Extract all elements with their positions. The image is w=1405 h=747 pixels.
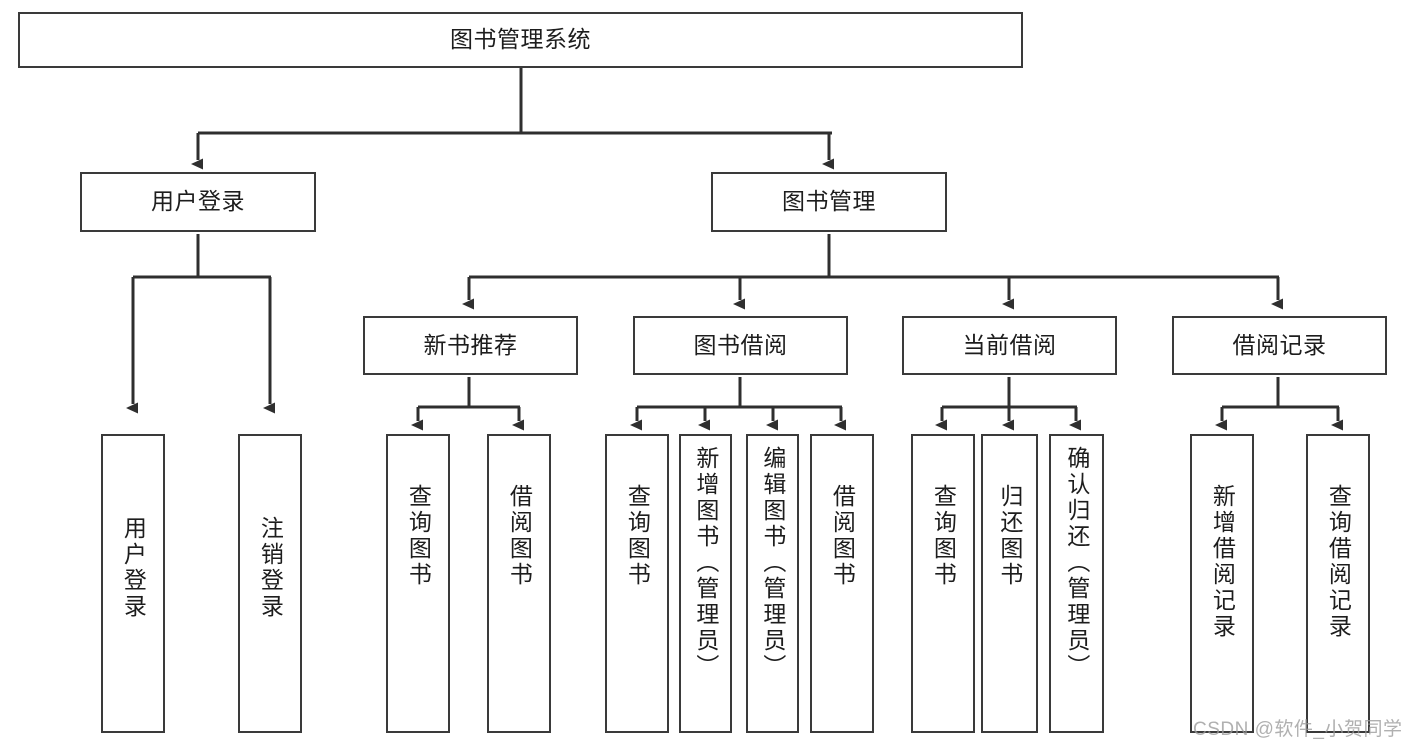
node-leaf-query-borrow-record[interactable]: 查询借阅记录 bbox=[1306, 434, 1370, 733]
node-leaf-return-book[interactable]: 归还图书 bbox=[981, 434, 1038, 733]
node-leaf-add-book-admin[interactable]: 新增图书（管理员） bbox=[679, 434, 732, 733]
node-label: 确认归还（管理员） bbox=[1063, 446, 1090, 680]
node-leaf-logout-login[interactable]: 注销登录 bbox=[238, 434, 302, 733]
node-label: 图书借阅 bbox=[693, 331, 788, 358]
node-leaf-query-book-2[interactable]: 查询图书 bbox=[605, 434, 669, 733]
node-new-book-recommend[interactable]: 新书推荐 bbox=[363, 316, 578, 375]
node-leaf-borrow-book-2[interactable]: 借阅图书 bbox=[810, 434, 874, 733]
node-borrow-record[interactable]: 借阅记录 bbox=[1172, 316, 1387, 375]
node-label: 归还图书 bbox=[996, 484, 1023, 588]
node-label: 新书推荐 bbox=[423, 331, 518, 358]
node-leaf-confirm-return-admin[interactable]: 确认归还（管理员） bbox=[1049, 434, 1104, 733]
node-label: 图书管理系统 bbox=[450, 26, 591, 53]
node-label: 用户登录 bbox=[151, 188, 245, 215]
node-book-manage[interactable]: 图书管理 bbox=[711, 172, 947, 232]
node-label: 当前借阅 bbox=[962, 331, 1057, 358]
csdn-watermark: CSDN @软件_小贺同学 bbox=[1193, 719, 1403, 740]
node-leaf-edit-book-admin[interactable]: 编辑图书（管理员） bbox=[746, 434, 799, 733]
node-label: 查询借阅记录 bbox=[1325, 484, 1352, 640]
node-leaf-query-book-3[interactable]: 查询图书 bbox=[911, 434, 975, 733]
node-label: 借阅图书 bbox=[829, 484, 856, 588]
node-label: 借阅记录 bbox=[1232, 331, 1327, 358]
node-label: 图书管理 bbox=[782, 188, 876, 215]
node-leaf-borrow-book-1[interactable]: 借阅图书 bbox=[487, 434, 551, 733]
node-leaf-query-book-1[interactable]: 查询图书 bbox=[386, 434, 450, 733]
node-leaf-user-login[interactable]: 用户登录 bbox=[101, 434, 165, 733]
node-book-borrow[interactable]: 图书借阅 bbox=[633, 316, 848, 375]
node-user-login[interactable]: 用户登录 bbox=[80, 172, 316, 232]
node-label: 注销登录 bbox=[257, 516, 284, 620]
node-label: 新增借阅记录 bbox=[1209, 484, 1236, 640]
node-label: 借阅图书 bbox=[506, 484, 533, 588]
node-label: 新增图书（管理员） bbox=[692, 446, 719, 680]
node-current-borrow[interactable]: 当前借阅 bbox=[902, 316, 1117, 375]
node-label: 查询图书 bbox=[930, 484, 957, 588]
node-label: 用户登录 bbox=[120, 516, 147, 620]
node-label: 编辑图书（管理员） bbox=[759, 446, 786, 680]
node-label: 查询图书 bbox=[405, 484, 432, 588]
node-root-system[interactable]: 图书管理系统 bbox=[18, 12, 1023, 68]
node-label: 查询图书 bbox=[624, 484, 651, 588]
node-leaf-add-borrow-record[interactable]: 新增借阅记录 bbox=[1190, 434, 1254, 733]
